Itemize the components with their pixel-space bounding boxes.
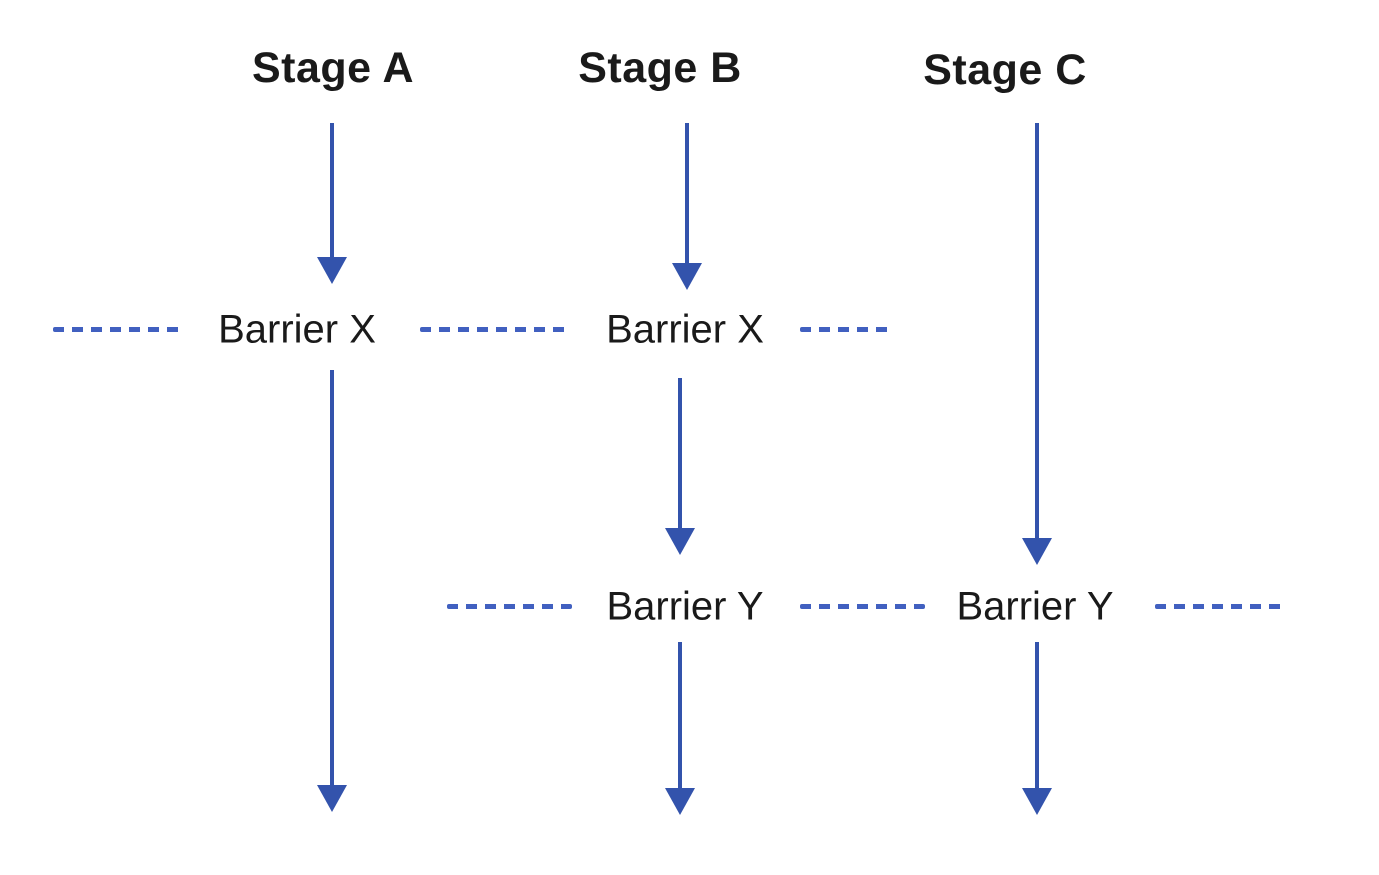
arrow-shaft	[330, 123, 334, 264]
arrow-shaft	[1035, 123, 1039, 545]
stage-c-arrow-top	[1022, 123, 1052, 565]
stage-a-arrow-bottom	[317, 370, 347, 812]
barrier-y-dash-middle	[800, 604, 925, 609]
stage-c-label: Stage C	[923, 46, 1087, 94]
stage-b-arrow-top	[672, 123, 702, 290]
barrier-y-dash-right	[1155, 604, 1283, 609]
stage-c-arrow-bottom	[1022, 642, 1052, 815]
barrier-x-dash-left	[53, 327, 186, 332]
barrier-y-label-stage-b: Barrier Y	[600, 584, 770, 630]
stage-b-arrow-middle	[665, 378, 695, 555]
stage-a-label: Stage A	[252, 44, 414, 92]
barrier-x-dash-middle	[420, 327, 570, 332]
barrier-x-label-stage-a: Barrier X	[212, 307, 382, 353]
arrow-shaft	[330, 370, 334, 792]
arrow-head-icon	[672, 263, 702, 290]
barrier-y-dash-left	[447, 604, 572, 609]
stage-a-arrow-top	[317, 123, 347, 284]
arrow-shaft	[678, 378, 682, 535]
barrier-x-label-stage-b: Barrier X	[600, 307, 770, 353]
stage-b-arrow-bottom	[665, 642, 695, 815]
arrow-head-icon	[665, 788, 695, 815]
arrow-head-icon	[1022, 538, 1052, 565]
arrow-head-icon	[1022, 788, 1052, 815]
arrow-shaft	[1035, 642, 1039, 795]
arrow-head-icon	[317, 257, 347, 284]
arrow-shaft	[678, 642, 682, 795]
barrier-y-label-stage-c: Barrier Y	[950, 584, 1120, 630]
arrow-head-icon	[317, 785, 347, 812]
arrow-shaft	[685, 123, 689, 270]
arrow-head-icon	[665, 528, 695, 555]
barrier-x-dash-right	[800, 327, 890, 332]
stage-b-label: Stage B	[578, 44, 742, 92]
